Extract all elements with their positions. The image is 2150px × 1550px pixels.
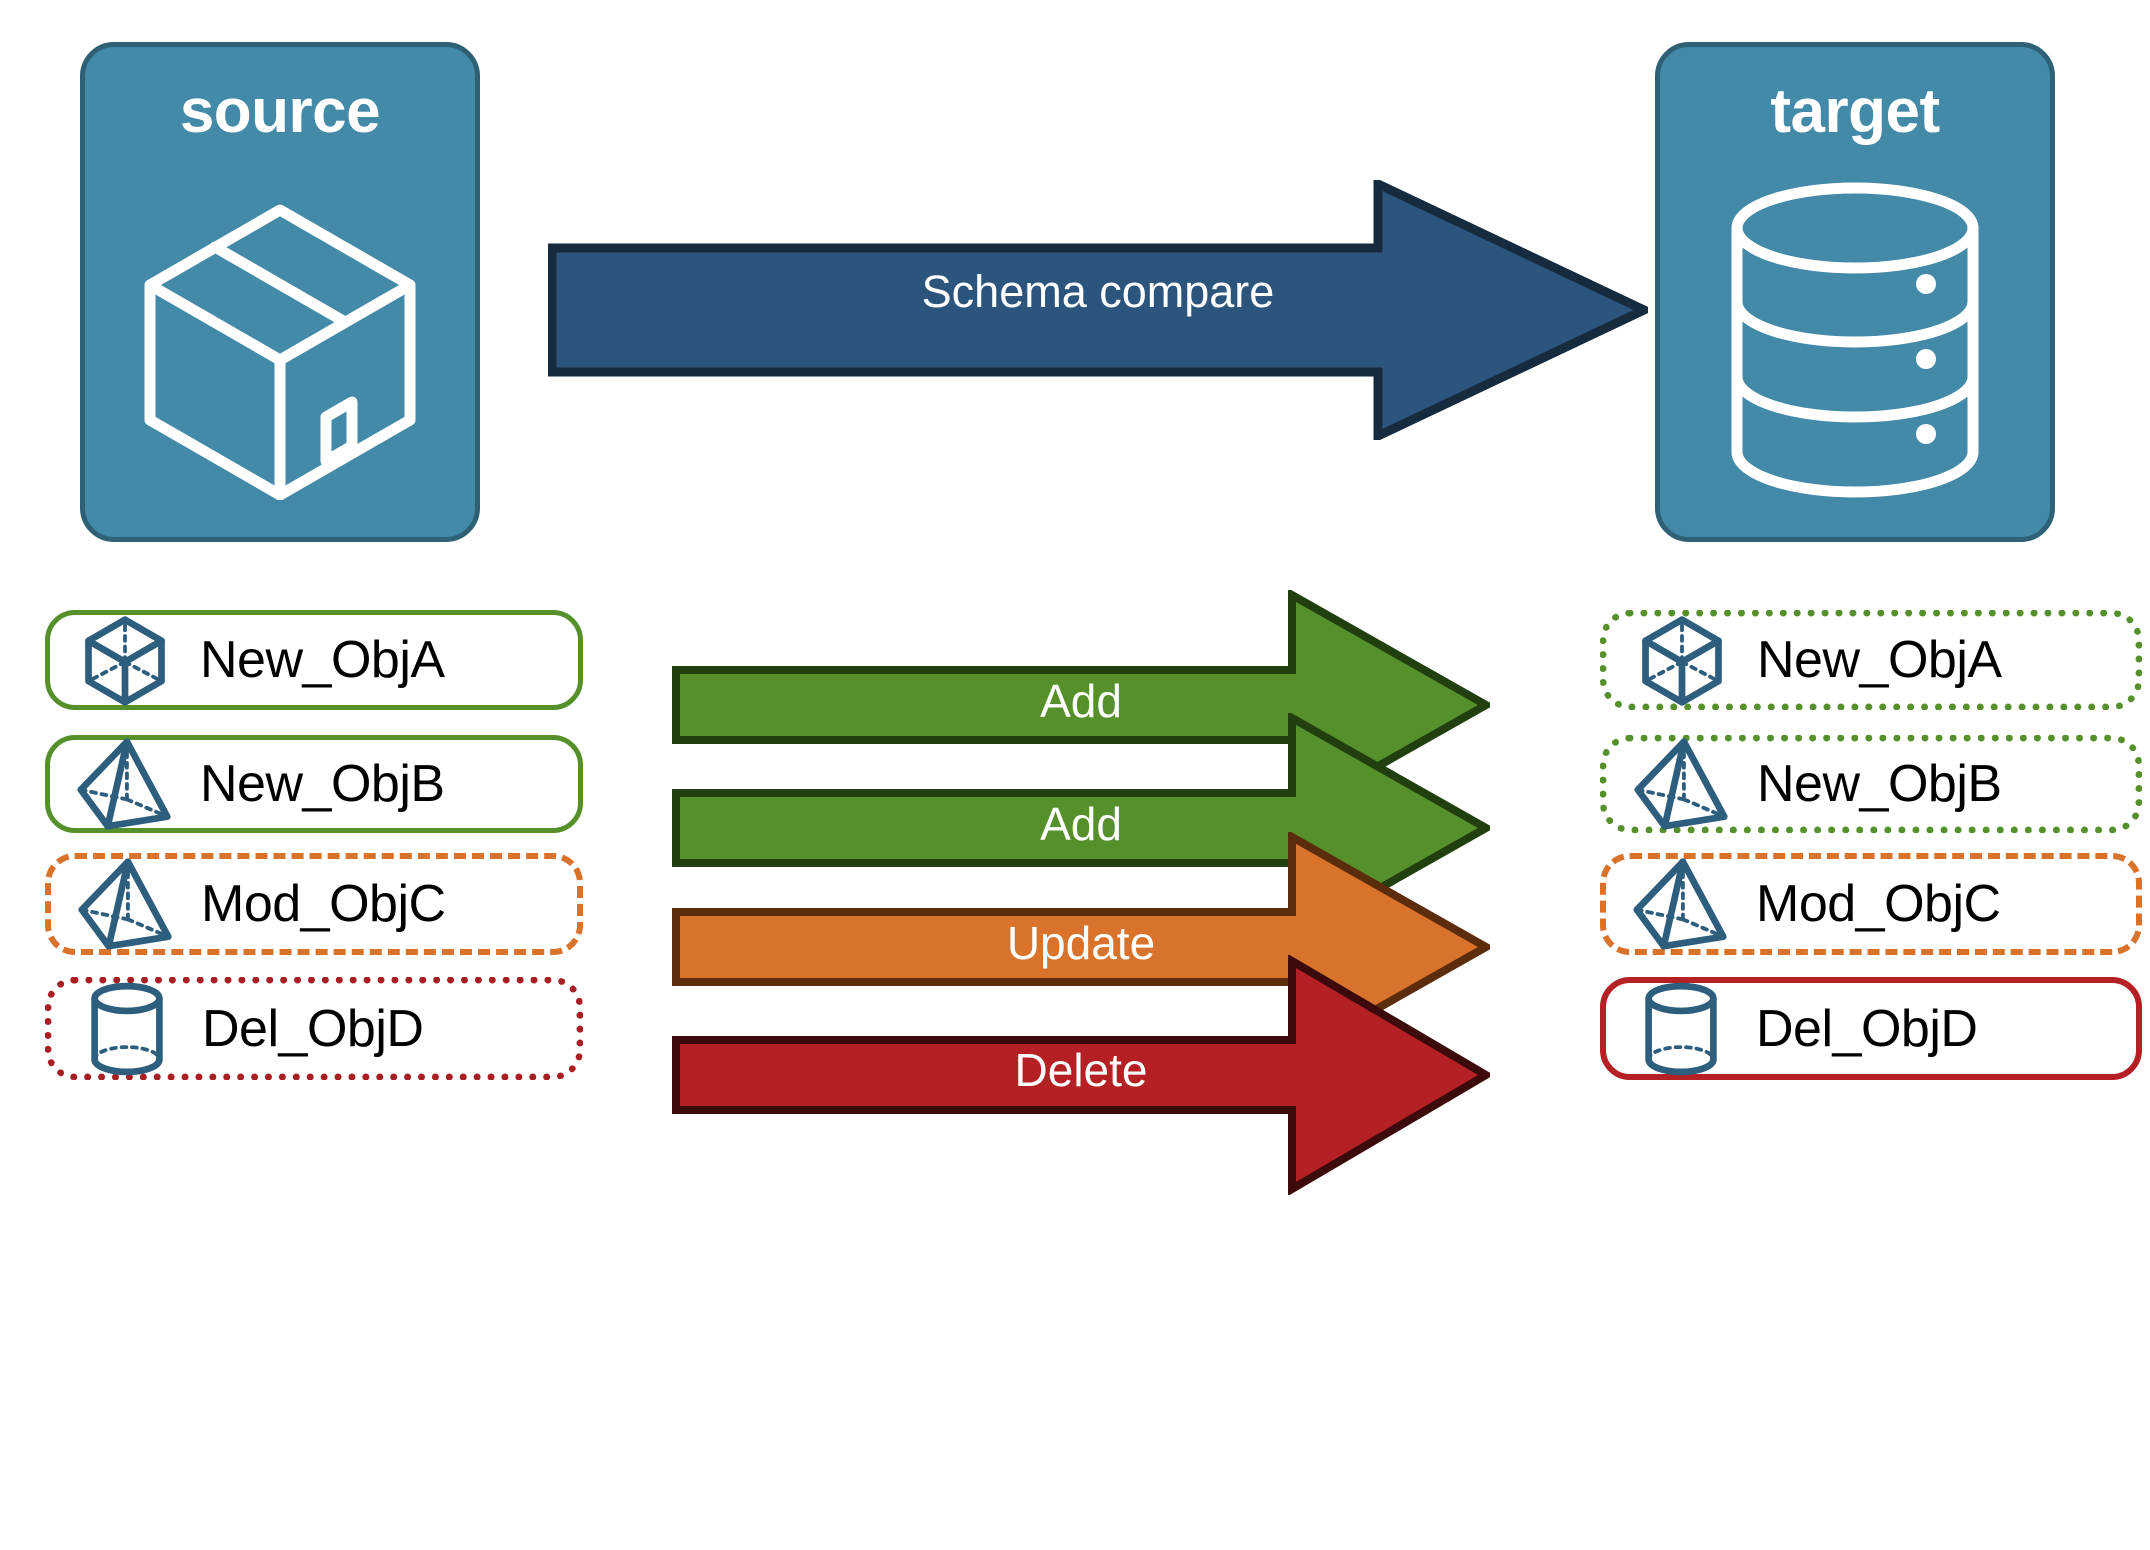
target-object-card[interactable]: New_ObjB	[1600, 735, 2142, 833]
cube-icon	[50, 612, 200, 708]
target-object-card[interactable]: Mod_ObjC	[1600, 853, 2142, 955]
cube-icon	[1607, 612, 1757, 708]
pyramid-icon	[1606, 856, 1756, 952]
target-object-card[interactable]: Del_ObjD	[1600, 977, 2142, 1080]
source-object-label: Del_ObjD	[202, 999, 424, 1058]
schema-compare-arrow-label: Schema compare	[921, 266, 1275, 317]
pyramid-icon	[51, 856, 201, 952]
add-action-arrow-label: Add	[1040, 675, 1122, 727]
database-cylinder-icon	[1660, 143, 2050, 537]
add-action-arrow-label: Add	[1040, 798, 1122, 850]
target-object-label: Mod_ObjC	[1756, 875, 2001, 933]
source-object-card[interactable]: New_ObjA	[45, 610, 583, 710]
target-title: target	[1770, 77, 1940, 146]
target-endpoint-card: target	[1655, 42, 2055, 542]
source-object-card[interactable]: Mod_ObjC	[45, 853, 583, 955]
update-action-arrow-label: Update	[1006, 917, 1156, 969]
source-object-label: New_ObjB	[200, 755, 445, 813]
pyramid-icon	[1607, 736, 1757, 832]
pyramid-icon	[50, 736, 200, 832]
add-action-arrow: Add	[672, 711, 1495, 945]
target-object-label: Del_ObjD	[1756, 999, 1978, 1058]
target-object-label: New_ObjA	[1757, 631, 2002, 689]
source-object-card[interactable]: Del_ObjD	[45, 977, 583, 1080]
source-object-label: Mod_ObjC	[201, 875, 446, 933]
target-object-label: New_ObjB	[1757, 755, 2002, 813]
schema-compare-arrow: Schema compare	[547, 176, 1655, 444]
add-action-arrow: Add	[672, 588, 1495, 822]
source-endpoint-card: source	[80, 42, 480, 542]
update-action-arrow: Update	[672, 830, 1495, 1064]
delete-action-arrow-label: Delete	[1014, 1044, 1148, 1096]
package-box-icon	[85, 143, 475, 537]
source-title: source	[179, 77, 381, 146]
source-object-label: New_ObjA	[200, 631, 445, 689]
cylinder-icon	[1606, 981, 1756, 1077]
target-object-card[interactable]: New_ObjA	[1600, 610, 2142, 710]
delete-action-arrow: Delete	[672, 954, 1494, 1196]
source-object-card[interactable]: New_ObjB	[45, 735, 583, 833]
cylinder-icon	[52, 981, 202, 1077]
